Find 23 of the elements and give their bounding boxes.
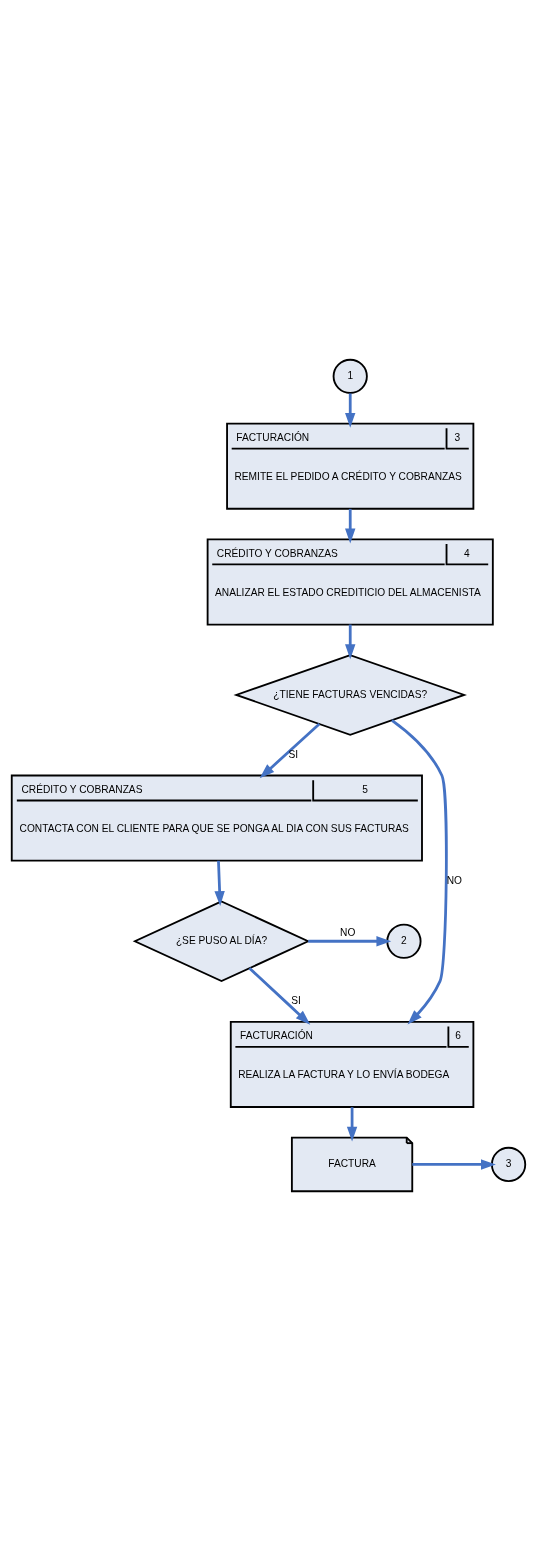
node-circle: 2 [386, 923, 422, 959]
node-box: CRÉDITO Y COBRANZAS 5 CONTACTA CON EL CLIENTE PARA QUE SE PONGA AL DIA CON SUS FACTURAS [10, 774, 423, 862]
node-circle: 3 [491, 1146, 527, 1182]
edge-label: NO [340, 926, 356, 938]
arrow [214, 860, 225, 906]
node-box: FACTURACIÓN 3 REMITE EL PEDIDO A CRÉDITO Y COBRANZAS [226, 422, 475, 510]
arrow [412, 1158, 496, 1170]
arrow [259, 722, 321, 778]
node-box: FACTURACIÓN 6 REALIZA LA FACTURA Y LO ENVÍA BODEGA [229, 1020, 475, 1108]
arrow [248, 966, 311, 1025]
arrow [346, 1106, 358, 1142]
arrow [345, 508, 356, 543]
node-box: CRÉDITO Y COBRANZAS 4 ANALIZAR EL ESTADO CREDITICIO DEL ALMACENISTA [206, 537, 494, 625]
node-diamond: ¿SE PUSO AL DÍA? [132, 899, 311, 982]
edge-label: NO [446, 874, 463, 886]
edge-label: SI [288, 748, 299, 760]
arrow [391, 718, 448, 1024]
node-diamond: ¿TIENE FACTURAS VENCIDAS? [233, 653, 467, 736]
arrow [345, 624, 356, 659]
arrow [345, 392, 356, 428]
arrow [308, 935, 392, 946]
edge-label: SI [291, 994, 301, 1006]
node-circle: 1 [332, 358, 368, 394]
